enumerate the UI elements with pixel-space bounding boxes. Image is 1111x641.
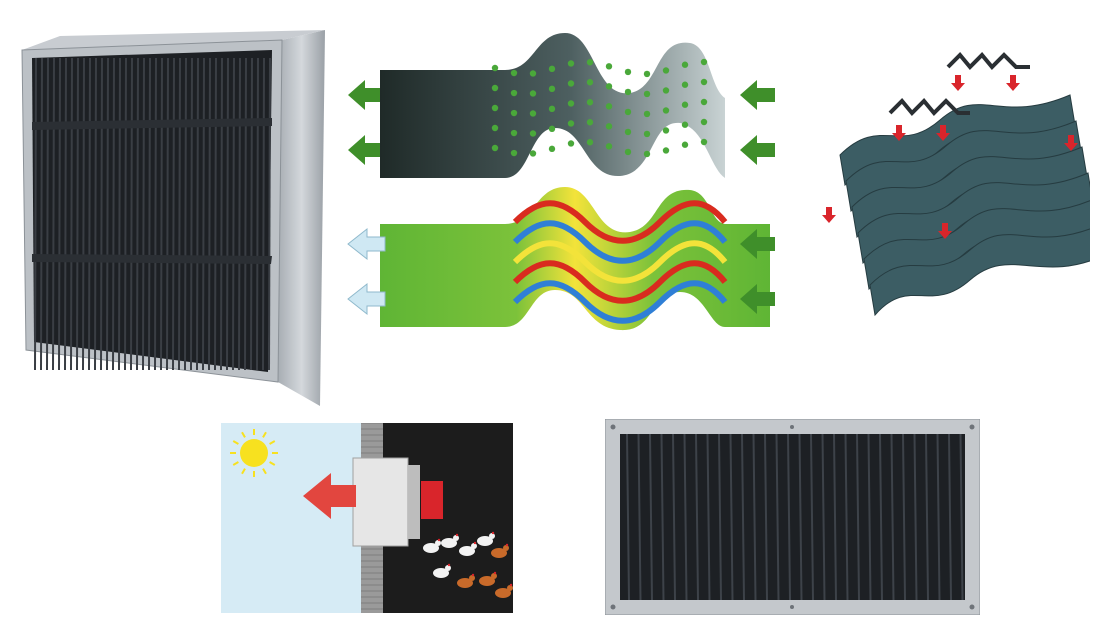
chicken-icon bbox=[221, 423, 513, 613]
profile-assembly-diagram bbox=[820, 45, 1090, 330]
poultry-house-illustration bbox=[221, 423, 513, 613]
filter-front-icon bbox=[605, 419, 980, 615]
assembly-icon bbox=[822, 52, 1090, 317]
heat-map-wave-diagram bbox=[345, 182, 780, 332]
filter-unit-front bbox=[605, 419, 980, 615]
airflow-wave-diagram bbox=[345, 28, 780, 188]
heatmap-icon bbox=[347, 187, 775, 331]
filter-box-icon bbox=[21, 30, 325, 406]
filter-unit-perspective bbox=[20, 22, 335, 407]
airflow-icon bbox=[348, 33, 775, 178]
sun-icon bbox=[230, 429, 278, 477]
